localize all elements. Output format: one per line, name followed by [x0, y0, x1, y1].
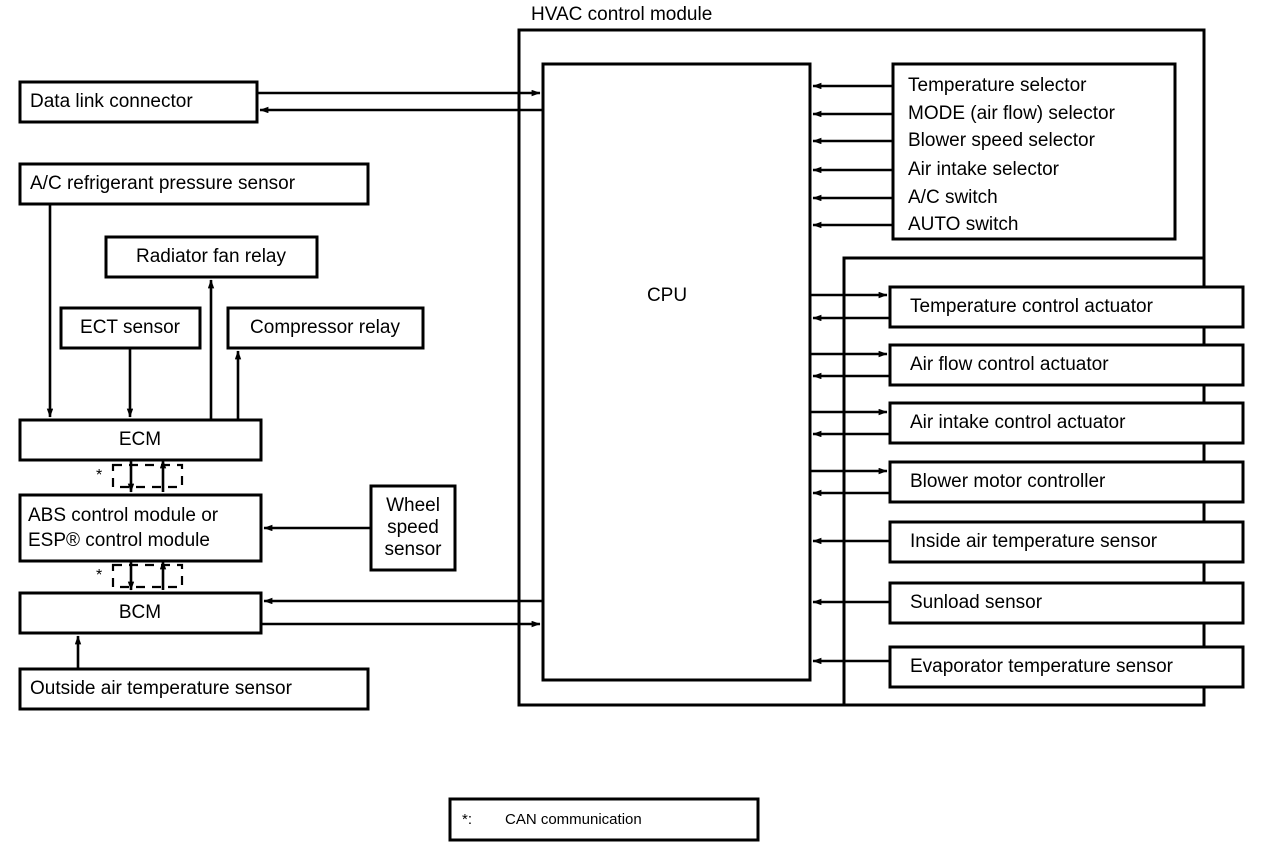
cpu-label: CPU [647, 285, 687, 306]
label-air-intake-control-actuator: Air intake control actuator [910, 412, 1126, 433]
label-data-link-connector: Data link connector [30, 91, 193, 112]
box-abs-esp-control-module [18, 493, 263, 563]
box-bcm [18, 591, 263, 635]
box-compressor-relay [226, 306, 425, 350]
label-compressor-relay: Compressor relay [250, 317, 400, 338]
label-ac-refrigerant-pressure-sensor: A/C refrigerant pressure sensor [30, 173, 296, 194]
box-outside-air-temperature-sensor [18, 667, 370, 711]
label-air-flow-control-actuator: Air flow control actuator [910, 354, 1109, 375]
can-dashed-box-abs-bcm [111, 563, 184, 589]
label-ecm: ECM [119, 429, 161, 450]
label-wheel-speed-sensor-line2: speed [387, 517, 439, 538]
label-auto-switch: AUTO switch [908, 214, 1019, 235]
label-temperature-selector: Temperature selector [908, 75, 1087, 96]
box-input-selectors [891, 62, 1177, 241]
box-blower-motor-controller [888, 460, 1245, 504]
label-blower-speed-selector: Blower speed selector [908, 130, 1096, 151]
box-sunload-sensor [888, 581, 1245, 625]
legend-marker: *: [462, 811, 472, 828]
label-ac-switch: A/C switch [908, 187, 998, 208]
page-title: HVAC control module [531, 4, 712, 25]
label-temperature-control-actuator: Temperature control actuator [910, 296, 1154, 317]
box-wheel-speed-sensor [369, 484, 457, 572]
label-blower-motor-controller: Blower motor controller [910, 471, 1106, 492]
label-ect-sensor: ECT sensor [80, 317, 181, 338]
cpu-box [541, 62, 812, 682]
box-evaporator-temperature-sensor [888, 645, 1245, 689]
right-bus-frame [842, 256, 1204, 705]
box-ecm [18, 418, 263, 462]
can-marker-ecm-abs: * [96, 467, 102, 484]
legend-text: CAN communication [505, 811, 642, 828]
box-ect-sensor [59, 306, 202, 350]
box-ac-refrigerant-pressure-sensor [18, 162, 370, 206]
label-mode-air-flow-selector: MODE (air flow) selector [908, 103, 1116, 124]
label-wheel-speed-sensor-line1: Wheel [386, 495, 440, 516]
label-wheel-speed-sensor-line3: sensor [384, 539, 442, 560]
can-dashed-box-ecm-abs [111, 463, 184, 489]
box-radiator-fan-relay [104, 235, 319, 279]
label-abs-control-module-line1: ABS control module or [28, 505, 219, 526]
label-radiator-fan-relay: Radiator fan relay [136, 246, 286, 267]
box-temperature-control-actuator [888, 285, 1245, 329]
box-air-flow-control-actuator [888, 343, 1245, 387]
box-air-intake-control-actuator [888, 401, 1245, 445]
box-data-link-connector [18, 80, 259, 124]
label-inside-air-temperature-sensor: Inside air temperature sensor [910, 531, 1158, 552]
label-air-intake-selector: Air intake selector [908, 159, 1060, 180]
legend-box [448, 797, 760, 842]
label-esp-control-module-line2: ESP® control module [28, 530, 210, 551]
box-inside-air-temperature-sensor [888, 520, 1245, 564]
label-outside-air-temperature-sensor: Outside air temperature sensor [30, 678, 293, 699]
label-sunload-sensor: Sunload sensor [910, 592, 1043, 613]
label-bcm: BCM [119, 602, 161, 623]
label-evaporator-temperature-sensor: Evaporator temperature sensor [910, 656, 1174, 677]
can-marker-abs-bcm: * [96, 567, 102, 584]
